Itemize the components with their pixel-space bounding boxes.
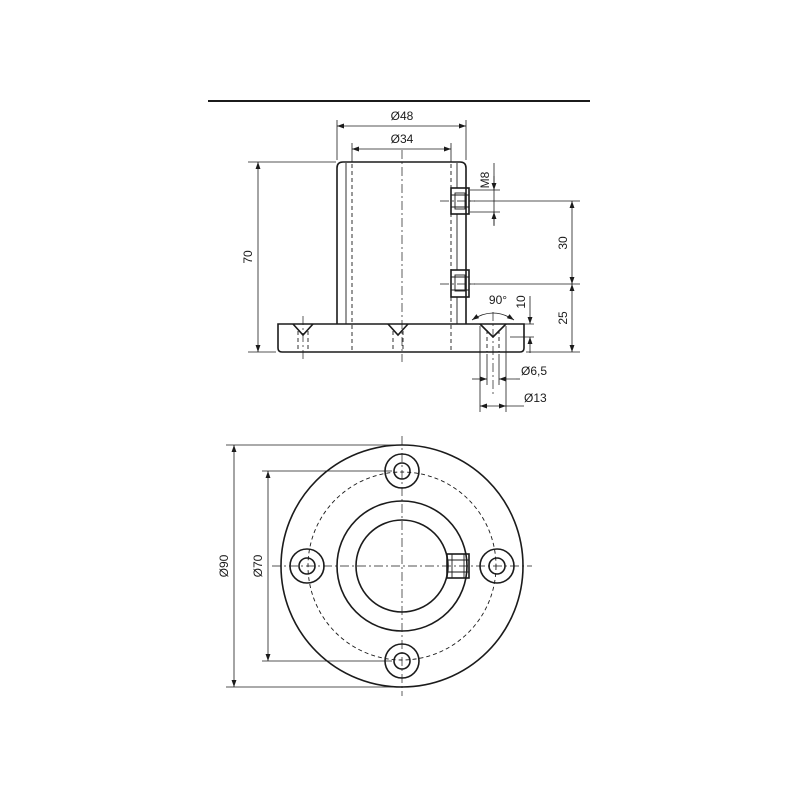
dim-countersink-diameter: Ø13 (480, 391, 547, 409)
flange-outline (277, 323, 525, 353)
bolt-hole-left (289, 548, 325, 584)
dim-screw-height: 25 (556, 284, 575, 352)
dim-flange-diameter: Ø90 (217, 445, 237, 687)
dim-screw-height-label: 25 (556, 311, 570, 325)
top-view: Ø90 Ø70 (217, 436, 532, 696)
flange-hole-right (479, 312, 507, 395)
side-view: Ø48 Ø34 70 M8 30 25 (241, 109, 580, 412)
dim-bolt-circle-diameter-label: Ø70 (251, 554, 265, 577)
dim-countersink-depth-label: 10 (514, 295, 528, 309)
dim-outer-diameter: Ø48 (337, 109, 466, 129)
dim-countersink-depth: 10 (514, 295, 533, 353)
dim-countersink-diameter-label: Ø13 (524, 391, 547, 405)
dim-countersink-angle-label: 90° (489, 293, 507, 307)
set-screw-bottom (440, 269, 475, 298)
dim-flange-diameter-label: Ø90 (217, 554, 231, 577)
dim-thread: M8 (478, 163, 497, 226)
dim-inner-diameter-label: Ø34 (391, 132, 414, 146)
dim-inner-diameter: Ø34 (352, 132, 451, 152)
dim-hole-diameter-label: Ø6,5 (521, 364, 547, 378)
set-screw-top-view (446, 553, 470, 579)
bolt-hole-right (479, 548, 515, 584)
dim-thread-label: M8 (478, 171, 492, 188)
dim-total-height: 70 (241, 162, 261, 352)
set-screw-top (440, 187, 475, 215)
dim-countersink-angle: 90° (471, 293, 515, 321)
dim-screw-spacing: 30 (556, 201, 575, 284)
dim-outer-diameter-label: Ø48 (391, 109, 414, 123)
dim-total-height-label: 70 (241, 250, 255, 264)
tube-outline (336, 161, 467, 324)
dim-screw-spacing-label: 30 (556, 236, 570, 250)
flange-hole-left (292, 316, 314, 360)
dim-hole-diameter: Ø6,5 (472, 364, 547, 382)
dim-bolt-circle-diameter: Ø70 (251, 471, 271, 661)
flange-hole-center (387, 323, 409, 352)
flange-outer-circle (280, 444, 524, 688)
